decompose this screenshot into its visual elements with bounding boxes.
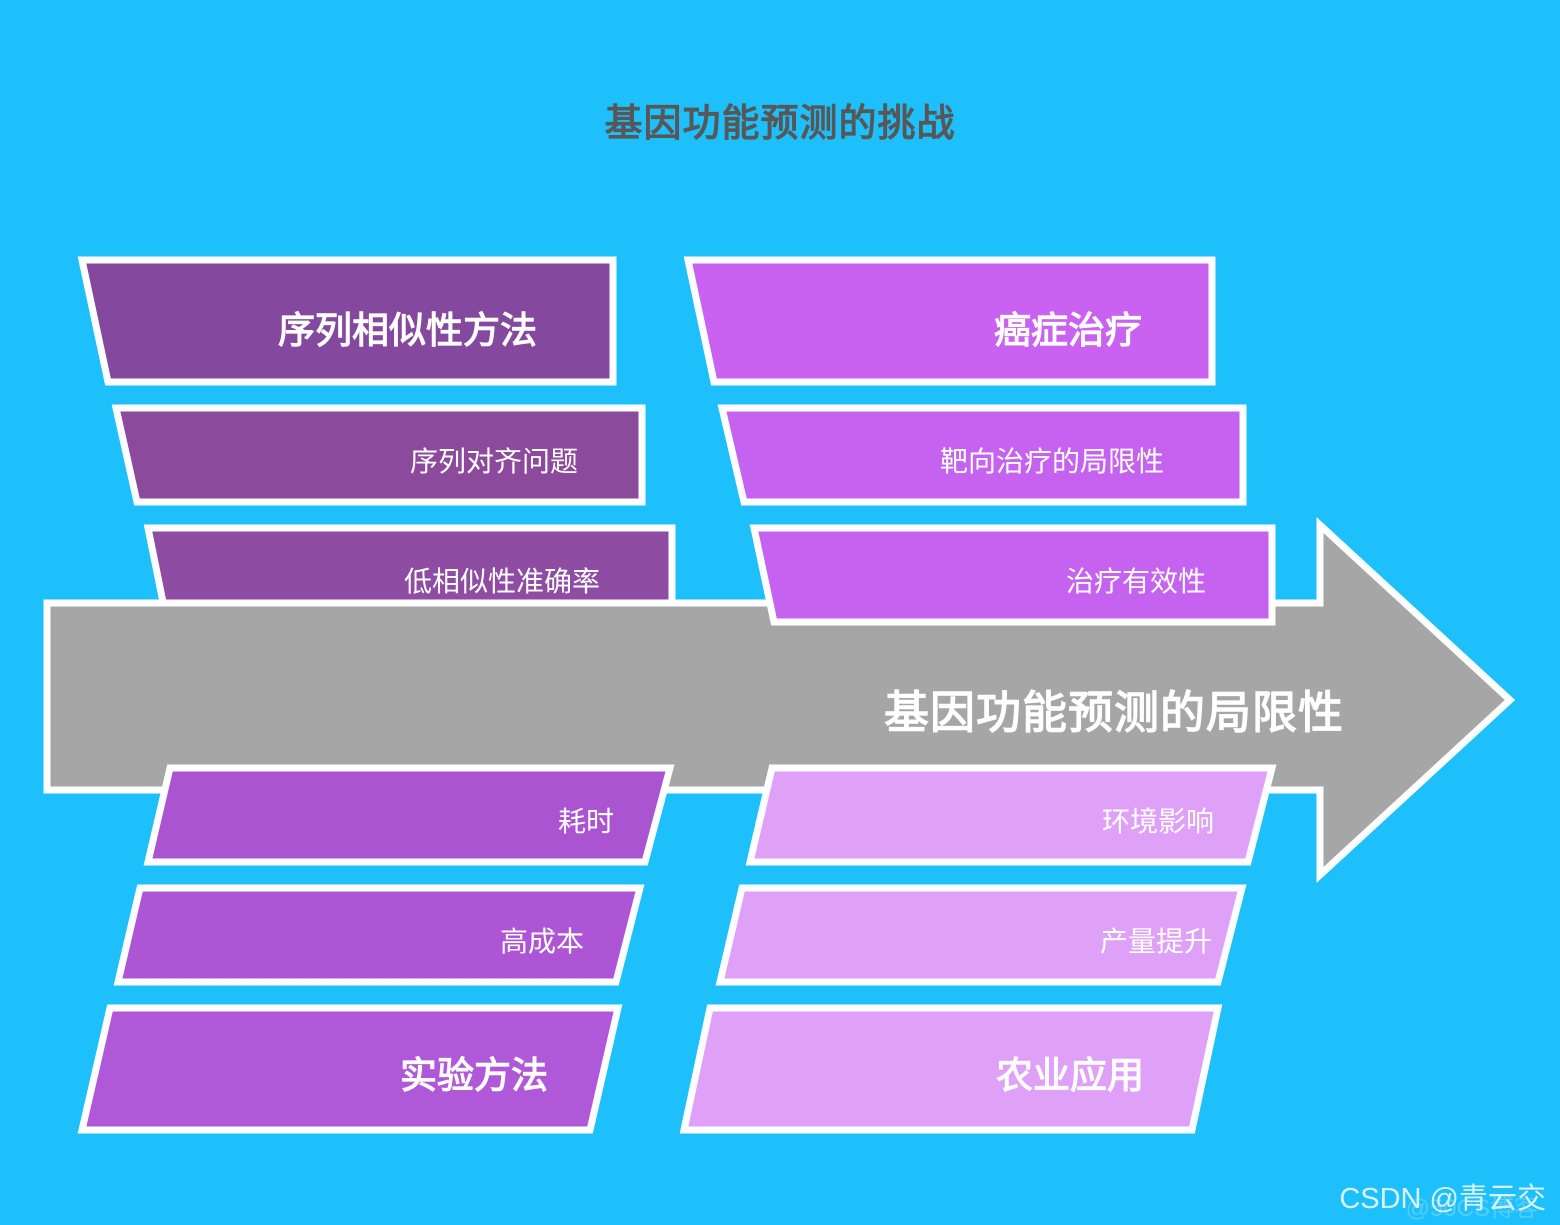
shape-left-2-label: 低相似性准确率 [404,566,601,597]
arrow-label: 基因功能预测的局限性 [884,687,1345,738]
shape-right-4[interactable] [715,884,1247,986]
shape-right-1[interactable] [717,404,1247,506]
shape-left-3[interactable] [143,764,675,866]
shape-left-5-label: 实验方法 [400,1055,548,1096]
watermark-ghost: @50CS博客 [1405,1195,1538,1222]
shape-right-2-label: 治疗有效性 [1066,566,1207,597]
watermark: CSDN @青云交 [1339,1183,1546,1215]
shape-left-1[interactable] [111,404,646,506]
shape-left-1-label: 序列对齐问题 [410,446,579,477]
shape-left-5[interactable] [77,1004,623,1134]
shape-right-5-label: 农业应用 [996,1055,1144,1096]
shape-left-4-label: 高成本 [500,926,585,957]
shape-left-0[interactable] [77,256,617,386]
shape-right-0[interactable] [683,256,1216,386]
shape-right-4-label: 产量提升 [1100,926,1213,957]
shape-right-2[interactable] [749,524,1276,626]
shape-right-5[interactable] [679,1004,1223,1134]
shape-right-0-label: 癌症治疗 [994,310,1142,351]
shape-right-1-label: 靶向治疗的局限性 [940,446,1165,477]
shape-left-3-label: 耗时 [558,806,615,837]
page-title: 基因功能预测的挑战 [604,103,956,145]
shape-left-0-label: 序列相似性方法 [278,310,537,351]
shape-right-3[interactable] [745,764,1277,866]
shape-left-4[interactable] [113,884,645,986]
shape-right-3-label: 环境影响 [1102,806,1215,837]
